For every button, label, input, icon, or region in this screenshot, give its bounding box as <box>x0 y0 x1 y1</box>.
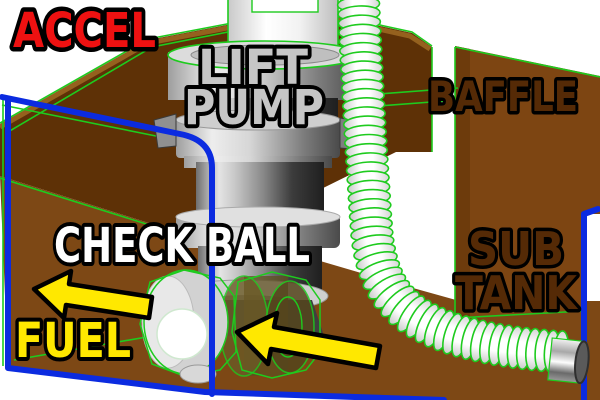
fuel-hose <box>336 0 590 385</box>
baffle-fold <box>455 46 470 318</box>
pump-flange-rim-inner <box>190 44 340 66</box>
label-lift: LIFT <box>198 40 308 96</box>
label-check-ball: CHECK BALL <box>54 218 310 274</box>
fuel-flow-arrows <box>31 268 383 371</box>
cutaway-edge-top <box>0 94 215 397</box>
tank-front-strip <box>584 301 600 400</box>
pump-discharge-tube-inner <box>251 0 319 13</box>
valve-bottom-cap <box>179 364 217 384</box>
left-arrow-icon <box>31 268 155 321</box>
baffle-panel <box>455 46 600 318</box>
label-fuel: FUEL <box>15 313 131 369</box>
lift-pump-assembly <box>153 0 365 336</box>
label-accel: ACCEL <box>13 3 156 59</box>
label-pump: PUMP <box>184 80 324 136</box>
wireframe-edges <box>0 8 600 366</box>
cutaway-edge-right <box>581 206 600 400</box>
check-ball-valve <box>139 269 321 384</box>
hose-ridges <box>336 0 570 374</box>
left-arrow-icon <box>234 310 383 371</box>
valve-hex-rear <box>231 271 321 379</box>
cutaway-outline <box>0 94 600 400</box>
valve-hex-front <box>139 269 237 377</box>
check-ball <box>156 308 208 360</box>
hose-ferrule <box>547 337 590 385</box>
label-tank: TANK <box>455 266 579 320</box>
pump-bright-collar-rim <box>175 206 341 228</box>
label-sub: SUB <box>468 222 564 276</box>
label-baffle: BAFFLE <box>428 72 578 121</box>
labels: ACCEL LIFT PUMP BAFFLE CHECK BALL SUB TA… <box>9 0 583 373</box>
ferrule-end-cap <box>574 340 590 385</box>
cutaway-edge-left-bottom <box>5 96 447 400</box>
